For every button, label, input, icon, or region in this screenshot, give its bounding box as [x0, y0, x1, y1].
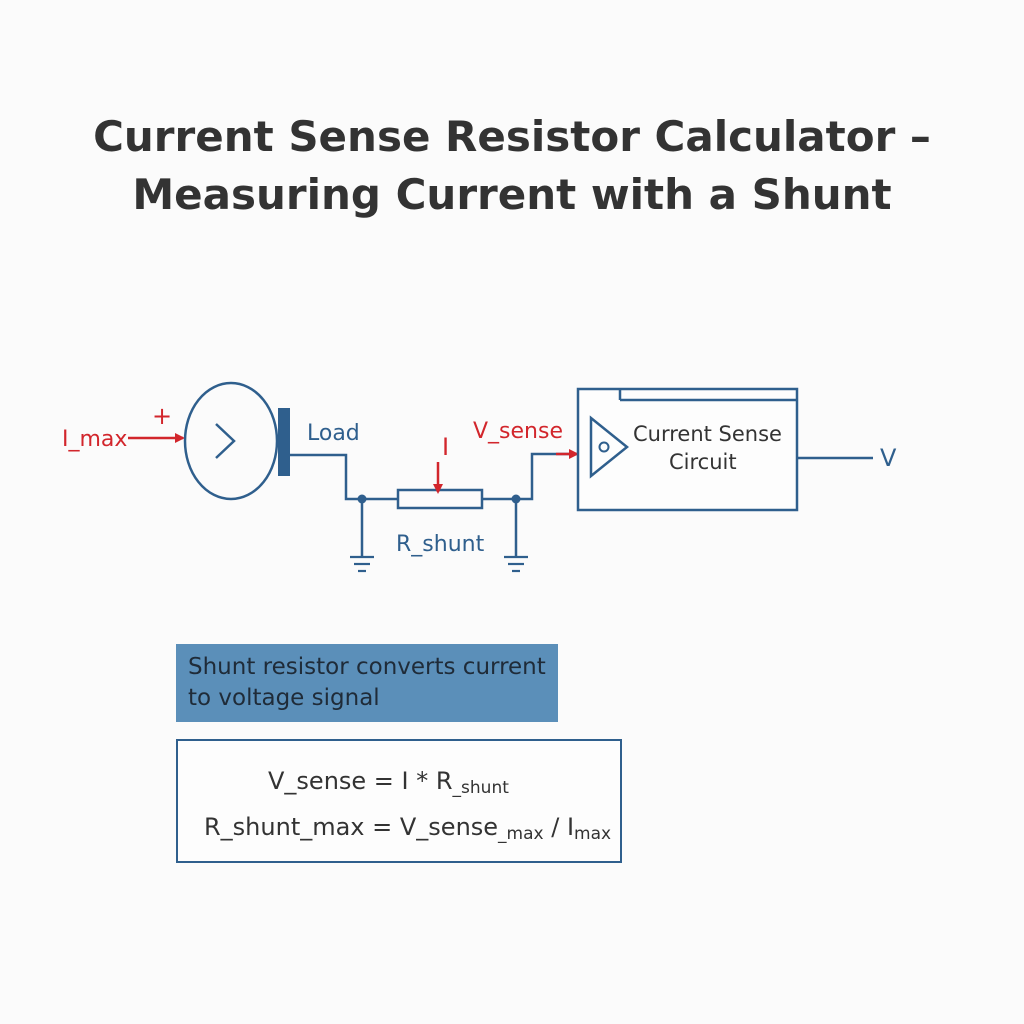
formula-vsense: V_sense = I * R_shunt [268, 767, 509, 798]
output-voltage-label: V [880, 444, 897, 472]
junction-node-right [511, 494, 521, 504]
formula-rshunt-max: R_shunt_max = V_sense_max / Imax [204, 813, 611, 844]
ground-icon [350, 555, 374, 573]
plus-sign: + [152, 402, 172, 430]
shunt-current-label: I [442, 433, 449, 461]
load-block [278, 408, 290, 476]
amplifier-icon [589, 415, 629, 479]
ground-icon [504, 555, 528, 573]
explanation-note: Shunt resistor converts current to volta… [176, 644, 558, 722]
current-sense-circuit-block [576, 387, 799, 512]
block-label-line-2: Circuit [669, 450, 737, 474]
title-line-1: Current Sense Resistor Calculator – [93, 112, 931, 161]
formula-rshunt-main: R_shunt_max = V_sense [204, 813, 499, 841]
formula-vsense-subscript: _shunt [452, 778, 509, 798]
formula-box: V_sense = I * R_shunt R_shunt_max = V_se… [176, 739, 622, 863]
formula-rshunt-subscript-1: _max [498, 824, 544, 844]
source-current-label: I_max [62, 427, 127, 452]
block-label-line-1: Current Sense [633, 422, 782, 446]
formula-vsense-main: V_sense = I * R [268, 767, 453, 795]
chevron-right-icon [215, 423, 236, 459]
current-source [183, 381, 279, 501]
shunt-resistor [396, 488, 484, 510]
note-line-1: Shunt resistor converts current [188, 654, 546, 680]
junction-node-left [357, 494, 367, 504]
load-label: Load [307, 421, 360, 446]
formula-rshunt-subscript-2: max [574, 824, 612, 844]
title-line-2: Measuring Current with a Shunt [132, 170, 892, 219]
shunt-label: R_shunt [396, 532, 485, 557]
diagram-title: Current Sense Resistor Calculator – Meas… [0, 108, 1024, 224]
circuit-wires [290, 452, 873, 557]
formula-rshunt-divisor: / I [543, 813, 575, 841]
vsense-label: V_sense [473, 419, 563, 444]
note-line-2: to voltage signal [188, 685, 380, 711]
